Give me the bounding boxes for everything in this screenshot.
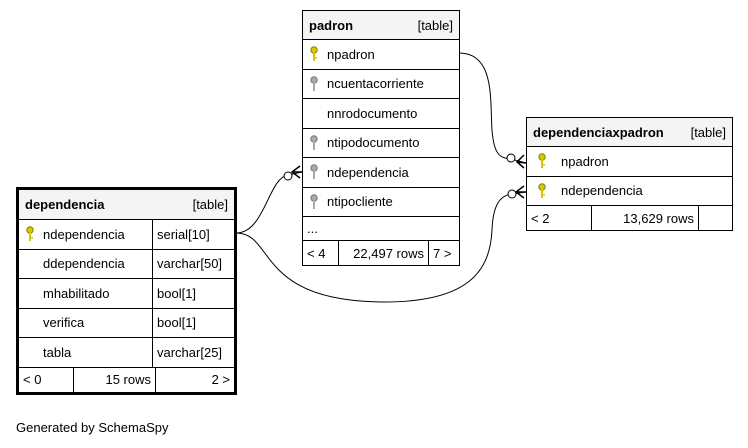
foreign-key-icon	[303, 188, 325, 217]
foreign-key-icon	[303, 158, 325, 187]
relationship-padron-dependenciaxpadron	[458, 52, 527, 164]
optional-marker	[283, 171, 293, 181]
column-name: tabla	[43, 344, 72, 360]
optional-marker	[507, 189, 517, 199]
parents-count[interactable]: < 4	[307, 245, 326, 261]
column-row[interactable]: npadron	[303, 40, 459, 70]
table-name: padron	[309, 17, 354, 33]
more-columns-row[interactable]: ...	[303, 217, 459, 241]
column-row[interactable]: nnrodocumento	[303, 99, 459, 129]
table-dependencia[interactable]: dependencia [table] ndependencia serial[…	[16, 187, 237, 395]
table-footer: < 4 22,497 rows 7 >	[303, 241, 459, 265]
column-row[interactable]: tabla varchar[25]	[19, 338, 234, 368]
table-name: dependencia	[25, 197, 105, 212]
parents-count[interactable]: < 0	[23, 372, 42, 387]
table-header[interactable]: dependencia [table]	[19, 190, 234, 220]
column-type: bool[1]	[152, 279, 234, 308]
column-row[interactable]: ndependencia	[303, 158, 459, 188]
column-row[interactable]: ndependencia	[527, 177, 732, 206]
primary-key-icon	[303, 40, 325, 69]
column-row[interactable]: ntipocliente	[303, 188, 459, 217]
table-name: dependenciaxpadron	[533, 124, 664, 140]
foreign-key-icon	[303, 129, 325, 158]
column-type: serial[10]	[152, 220, 234, 249]
optional-marker	[506, 153, 516, 163]
column-row[interactable]: verifica bool[1]	[19, 308, 234, 338]
column-row[interactable]: ddependencia varchar[50]	[19, 249, 234, 279]
children-count[interactable]: 7 >	[428, 241, 459, 265]
more-columns-ellipsis: ...	[307, 221, 318, 236]
column-name: ndependencia	[43, 226, 125, 242]
relationship-dependencia-padron	[235, 171, 303, 234]
foreign-key-icon	[303, 70, 325, 99]
row-count: 13,629 rows	[591, 206, 698, 230]
column-name: nnrodocumento	[327, 105, 418, 121]
column-name: ddependencia	[43, 256, 125, 272]
column-type: varchar[25]	[152, 338, 234, 367]
column-type: bool[1]	[152, 308, 234, 337]
column-name: ncuentacorriente	[327, 76, 424, 92]
table-dependenciaxpadron[interactable]: dependenciaxpadron [table] npadron ndepe…	[526, 117, 733, 231]
many-marker	[290, 165, 302, 179]
row-count: 15 rows	[73, 367, 155, 392]
column-name: mhabilitado	[43, 285, 110, 301]
table-footer: < 2 13,629 rows	[527, 206, 732, 230]
relationship-dependencia-dependenciaxpadron	[235, 191, 527, 303]
table-kind: [table]	[417, 17, 453, 33]
column-row[interactable]: mhabilitado bool[1]	[19, 279, 234, 309]
column-name: verifica	[43, 315, 85, 331]
table-kind: [table]	[192, 197, 228, 212]
table-header[interactable]: dependenciaxpadron [table]	[527, 118, 732, 147]
column-name: ntipodocumento	[327, 135, 420, 151]
column-name: npadron	[561, 153, 609, 169]
parents-count[interactable]: < 2	[531, 210, 550, 226]
column-row[interactable]: ncuentacorriente	[303, 70, 459, 99]
column-name: npadron	[327, 46, 375, 62]
children-count[interactable]	[698, 206, 732, 230]
children-count[interactable]: 2 >	[155, 367, 234, 392]
table-header[interactable]: padron [table]	[303, 11, 459, 40]
primary-key-icon	[19, 220, 41, 249]
row-count: 22,497 rows	[338, 241, 428, 265]
column-name: ntipocliente	[327, 194, 393, 210]
many-marker	[514, 185, 526, 199]
table-footer: < 0 15 rows 2 >	[19, 367, 234, 392]
table-padron[interactable]: padron [table] npadron ncuentacorriente …	[302, 10, 460, 266]
column-row[interactable]: ntipodocumento	[303, 129, 459, 158]
column-name: ndependencia	[327, 164, 409, 180]
column-type: varchar[50]	[152, 249, 234, 278]
column-name: ndependencia	[561, 183, 643, 199]
primary-key-icon	[527, 177, 557, 206]
generated-by-note: Generated by SchemaSpy	[16, 420, 169, 435]
table-kind: [table]	[690, 124, 726, 140]
column-row[interactable]: ndependencia serial[10]	[19, 220, 234, 250]
primary-key-icon	[527, 147, 557, 176]
column-row[interactable]: npadron	[527, 147, 732, 177]
many-marker	[515, 154, 527, 169]
